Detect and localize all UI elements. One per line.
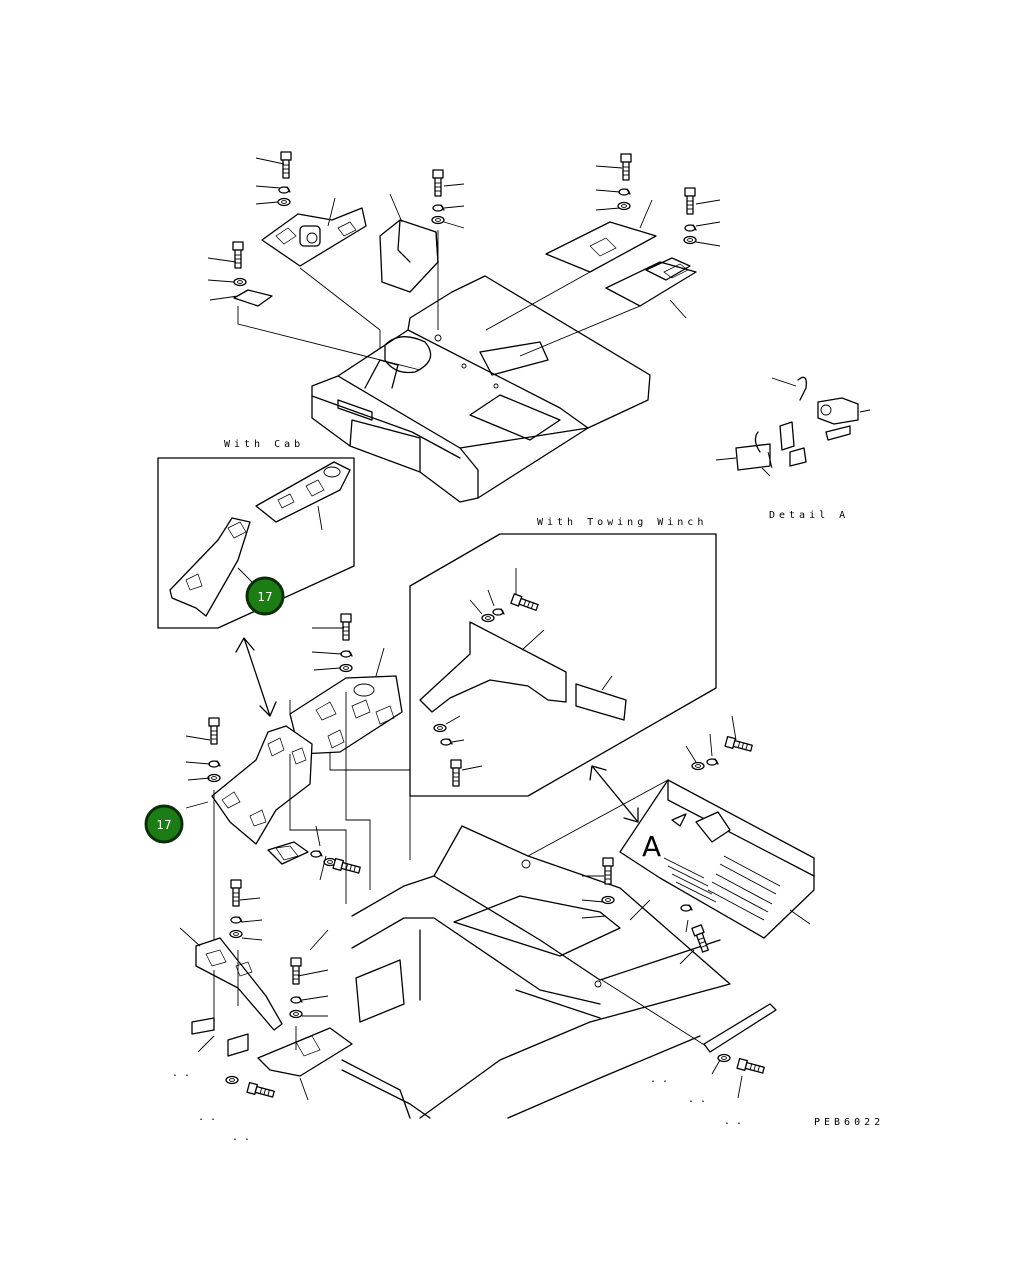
svg-text:. .: . .	[198, 1112, 216, 1123]
svg-text:. .: . .	[172, 1068, 190, 1079]
lower-left-step	[191, 937, 283, 1057]
callout-17-main[interactable]: 17	[144, 804, 184, 844]
with-towing-winch-label: With Towing Winch	[537, 517, 707, 528]
lower-leader-lines	[179, 627, 811, 1101]
view-a-label: A	[642, 830, 661, 863]
towing-winch-inset	[409, 533, 717, 797]
svg-text:. .: . .	[724, 1116, 742, 1127]
double-arrows	[235, 637, 639, 823]
svg-text:. .: . .	[650, 1074, 668, 1085]
upper-center-cover	[379, 219, 439, 293]
callout-17-main-number: 17	[156, 818, 171, 832]
upper-floor-frame	[311, 275, 651, 503]
right-link-bar	[703, 1003, 777, 1053]
lower-center-step	[257, 1027, 353, 1077]
left-small-bracket	[267, 841, 362, 876]
svg-text:. .: . .	[232, 1132, 250, 1143]
upper-leader-lines	[207, 157, 721, 371]
drawing-number: PEB6022	[814, 1117, 884, 1128]
right-cover-plate: A	[619, 779, 815, 939]
lower-main-frame	[341, 825, 731, 1119]
callout-17-with-cab[interactable]: 17	[245, 576, 285, 616]
detail-a-drawing	[715, 376, 871, 477]
with-cab-inset	[157, 457, 355, 629]
upper-left-bracket	[261, 207, 367, 267]
upper-small-plate	[233, 289, 273, 307]
detail-a-label: Detail A	[769, 510, 849, 521]
callout-17-with-cab-number: 17	[257, 590, 272, 604]
upper-right-plate	[545, 221, 657, 273]
cut-marks: . . . . . . . . . . . .	[172, 1068, 742, 1143]
upper-right-bracket	[605, 257, 697, 307]
svg-text:. .: . .	[688, 1094, 706, 1105]
with-cab-label: With Cab	[224, 439, 304, 450]
left-side-plate	[211, 725, 313, 845]
